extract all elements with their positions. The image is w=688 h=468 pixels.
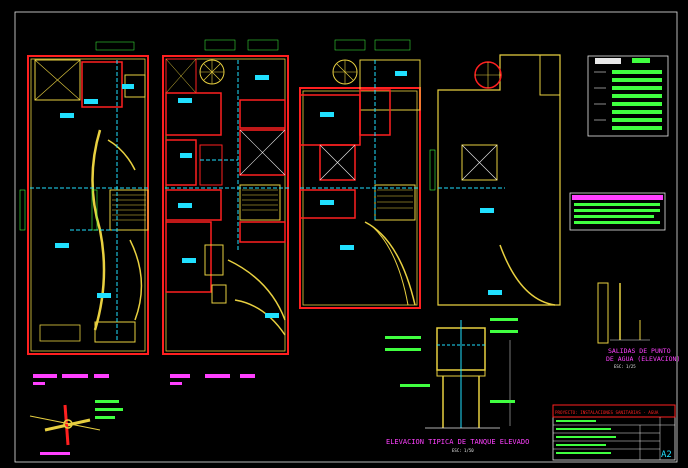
notes-table bbox=[569, 192, 666, 231]
plan-second-floor-labels bbox=[170, 374, 255, 385]
iso-valve-detail bbox=[29, 400, 123, 455]
title-block-header: PROYECTO: INSTALACIONES SANITARIAS - AGU… bbox=[555, 410, 659, 415]
detail-title-line1: SALIDAS DE PUNTO bbox=[608, 347, 671, 355]
elevation-title: ELEVACION TIPICA DE TANQUE ELEVADO bbox=[386, 438, 529, 446]
detail-scale: ESC: 1/25 bbox=[614, 364, 636, 369]
legend-table bbox=[587, 55, 669, 137]
plan-third-floor bbox=[299, 39, 421, 309]
sheet-border bbox=[14, 11, 678, 463]
plan-first-floor bbox=[19, 41, 150, 355]
plan-first-floor-labels bbox=[33, 374, 109, 385]
title-block: PROYECTO: INSTALACIONES SANITARIAS - AGU… bbox=[552, 404, 676, 461]
detail-water-outlets: SALIDAS DE PUNTO DE AGUA (ELEVACION) ESC… bbox=[597, 282, 680, 369]
plan-second-floor bbox=[162, 39, 290, 355]
detail-title-line2: DE AGUA (ELEVACION) bbox=[606, 355, 680, 363]
elevation-water-tank: ELEVACION TIPICA DE TANQUE ELEVADO ESC: … bbox=[385, 318, 529, 453]
plan-roof bbox=[429, 54, 561, 306]
sheet-number: A2 bbox=[661, 450, 672, 460]
elevation-scale: ESC: 1/50 bbox=[452, 448, 474, 453]
